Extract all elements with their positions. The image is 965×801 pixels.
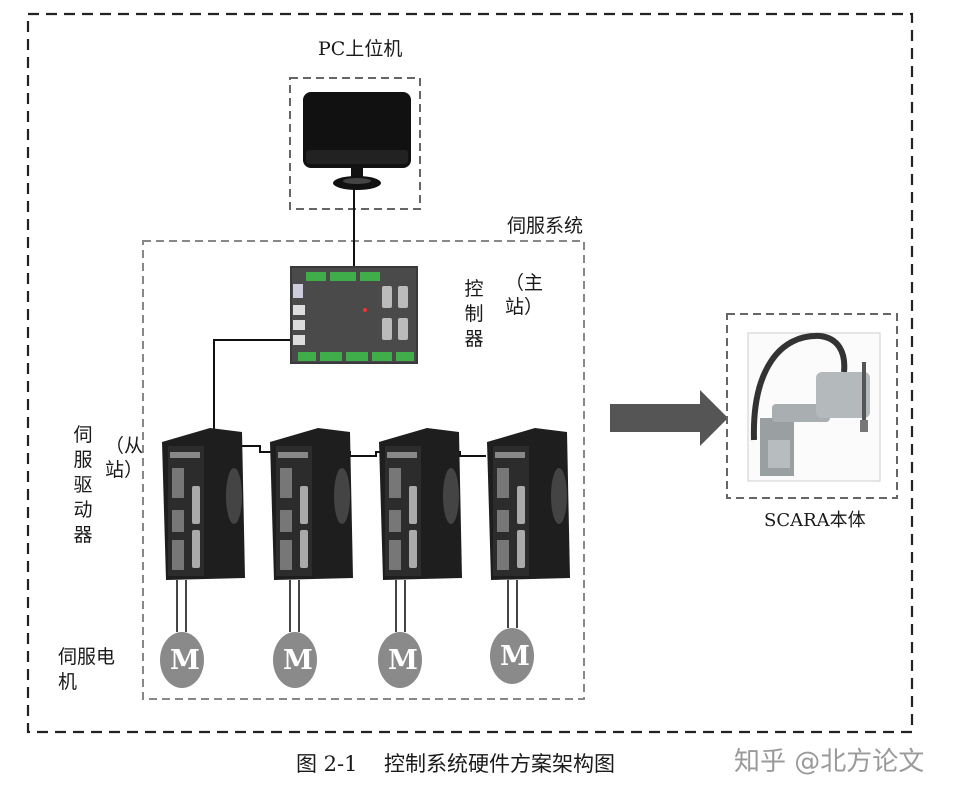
figure-number: 图 2-1 <box>296 752 358 776</box>
monitor-icon <box>303 92 411 190</box>
servo-driver-1 <box>162 428 245 580</box>
motor-symbol-2: M <box>283 645 313 676</box>
controller-board <box>290 266 418 364</box>
motor-circle-2 <box>273 632 317 688</box>
servo-driver-3 <box>379 428 462 580</box>
servo-driver-4 <box>487 428 570 580</box>
scara-box <box>726 313 898 499</box>
motor-symbol-4: M <box>500 641 530 672</box>
scara-robot-icon <box>750 332 870 476</box>
motor-symbol-1: M <box>170 645 200 676</box>
servo-driver-2 <box>270 428 353 580</box>
motor-circle-4 <box>490 628 534 684</box>
arrow-icon <box>610 390 728 446</box>
driver-label: 伺服驱动器 <box>73 424 93 546</box>
figure-title: 控制系统硬件方案架构图 <box>384 752 615 776</box>
watermark: 知乎 @北方论文 <box>734 747 925 777</box>
servo-system-label: 伺服系统 <box>507 215 584 237</box>
slave-label: （从站） <box>105 435 144 481</box>
master-label: （主站） <box>505 272 544 318</box>
motor-symbol-3: M <box>388 645 418 676</box>
controller-label: 控制器 <box>464 278 484 350</box>
motor-label: 伺服电机 <box>58 646 116 693</box>
pc-label: PC上位机 <box>318 38 403 60</box>
scara-label: SCARA本体 <box>764 510 866 531</box>
motor-cables <box>176 580 518 632</box>
servo-system-box <box>142 240 585 700</box>
outer-boundary <box>26 12 914 734</box>
motor-circle-3 <box>378 632 422 688</box>
motor-circle-1 <box>160 632 204 688</box>
